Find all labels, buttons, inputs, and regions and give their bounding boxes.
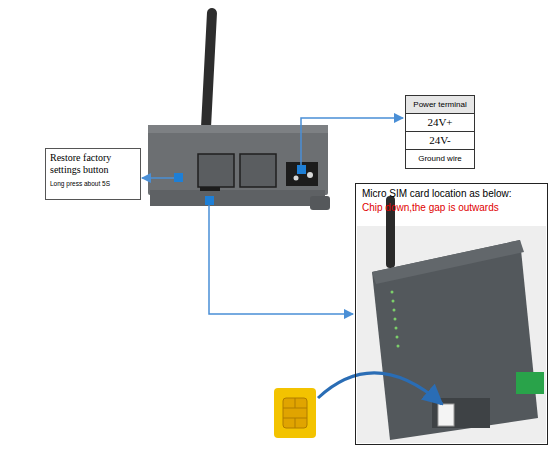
table-cell: 24V- xyxy=(406,132,474,150)
antenna xyxy=(201,8,217,130)
leader-line xyxy=(209,205,353,314)
photo-leds xyxy=(391,291,400,348)
table-cell: 24V+ xyxy=(406,114,474,132)
photo-sim-card xyxy=(438,404,454,426)
sim-chip xyxy=(283,398,307,428)
din-rail-base xyxy=(150,190,325,206)
marker-square xyxy=(297,165,306,174)
sim-chip-lines xyxy=(283,398,307,428)
callout-note: Chip down,the gap is outwards xyxy=(362,202,541,214)
sim-callout: Micro SIM card location as below: Chip do… xyxy=(355,183,548,445)
leader-line xyxy=(142,177,174,179)
terminal-hole xyxy=(307,172,313,178)
marker-square xyxy=(174,173,183,182)
table-cell: Ground wire xyxy=(406,150,474,168)
callout-title: Micro SIM card location as below: xyxy=(362,188,541,200)
photo-device-top xyxy=(372,240,524,284)
port xyxy=(198,154,234,187)
callout-note: Long press about 5S xyxy=(50,180,136,187)
callout-box: Restore factory settings buttonLong pres… xyxy=(45,148,141,200)
rail-clip xyxy=(310,196,330,210)
terminal-table: Power terminal24V+24V-Ground wire xyxy=(405,95,475,169)
reset-button xyxy=(174,173,182,181)
callout-title: Restore factory settings button xyxy=(50,152,136,175)
insert-arrow xyxy=(318,373,442,404)
photo-background xyxy=(357,226,546,443)
sim-slot xyxy=(200,187,220,191)
sim-card xyxy=(274,388,316,438)
table-header: Power terminal xyxy=(406,96,474,114)
photo-device xyxy=(372,240,538,440)
photo-terminal xyxy=(516,372,544,394)
terminal-hole xyxy=(294,176,299,181)
power-terminal-block xyxy=(286,162,318,186)
port xyxy=(240,154,276,187)
leader-line xyxy=(301,118,403,165)
marker-square xyxy=(205,196,214,205)
